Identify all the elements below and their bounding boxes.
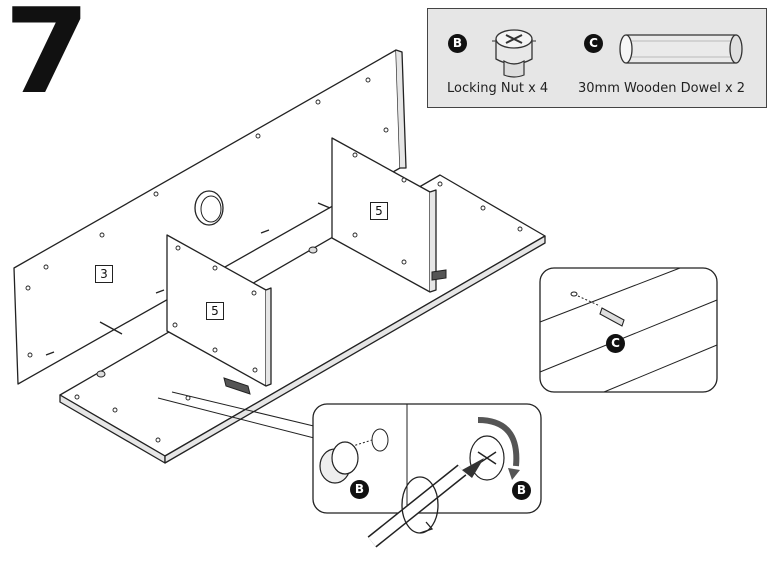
callout-nut-insert-badge: B [350,480,369,499]
callout-nut-turn-badge: B [512,481,531,500]
part-label-wooden-dowel: 30mm Wooden Dowel x 2 [578,81,746,96]
panel-tag-divider-left: 5 [206,302,224,320]
panel-tag-back: 3 [95,265,113,283]
parts-box: B Locking Nut x 4 C 30mm Wooden Dowel x … [427,8,767,108]
panel-tag-divider-right: 5 [370,202,388,220]
step-number: 7 [4,0,90,120]
part-letter-c: C [584,34,603,53]
locking-nut-icon [492,29,536,78]
wooden-dowel-icon [619,34,743,64]
nut-detail-box [312,403,542,514]
dowel-detail-box [539,267,718,393]
callout-dowel-badge: C [606,334,625,353]
part-letter-b: B [448,34,467,53]
part-label-locking-nut: Locking Nut x 4 [447,81,549,96]
